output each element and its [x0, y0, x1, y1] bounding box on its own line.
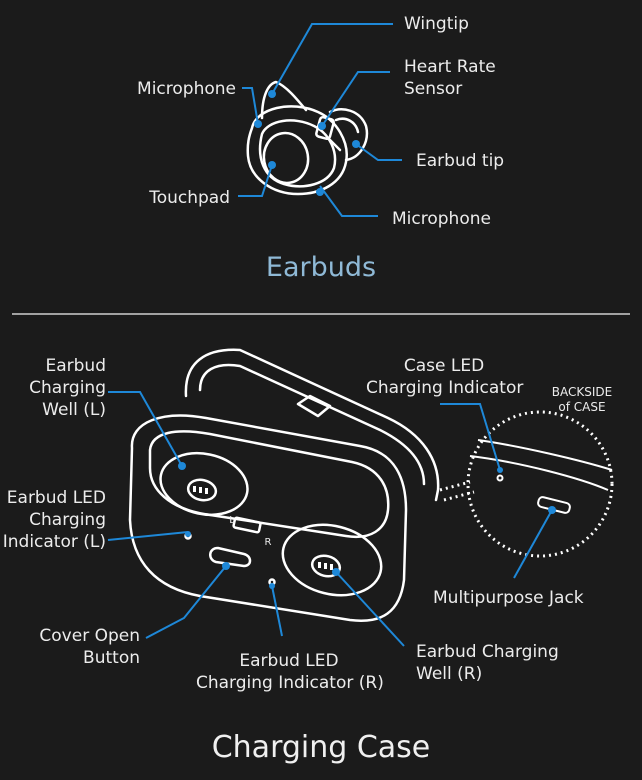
- label-led-l-line1: Earbud LED: [6, 488, 106, 508]
- charging-pins: [193, 486, 333, 570]
- label-heart-rate-line2: Sensor: [404, 79, 463, 99]
- case-callouts: [107, 391, 553, 647]
- label-well-l-line3: Well (L): [42, 400, 106, 420]
- label-led-l-line3: Indicator (L): [2, 532, 106, 552]
- earbuds-title: Earbuds: [265, 252, 377, 283]
- label-wingtip: Wingtip: [404, 14, 469, 34]
- label-cover-open-line2: Button: [83, 648, 140, 668]
- label-microphone-bottom: Microphone: [392, 209, 491, 229]
- marker-r: R: [264, 537, 272, 548]
- label-well-r-line2: Well (R): [416, 664, 483, 684]
- label-well-l-line1: Earbud: [45, 356, 106, 376]
- case-illustration: [128, 348, 440, 622]
- label-case-led-line2: Charging Indicator: [366, 378, 524, 398]
- marker-l: L: [229, 515, 235, 526]
- charging-case-title: Charging Case: [211, 730, 431, 765]
- label-touchpad: Touchpad: [149, 188, 230, 208]
- label-case-led-line1: Case LED: [403, 356, 485, 376]
- earbud-callout-dots: [254, 90, 360, 196]
- label-led-r-line2: Charging Indicator (R): [196, 673, 384, 693]
- label-led-r-line1: Earbud LED: [239, 651, 339, 671]
- label-multipurpose-jack: Multipurpose Jack: [433, 588, 584, 608]
- label-cover-open-line1: Cover Open: [39, 626, 140, 646]
- earbud-callouts: [238, 23, 402, 217]
- label-well-r-line1: Earbud Charging: [416, 642, 559, 662]
- label-led-l-line2: Charging: [29, 510, 106, 530]
- label-earbud-tip: Earbud tip: [416, 151, 505, 171]
- label-backside-line1: BACKSIDE: [551, 385, 613, 399]
- earbud-illustration: [246, 80, 369, 196]
- label-backside-line2: of CASE: [558, 400, 606, 414]
- case-callout-dots: [178, 462, 556, 589]
- backside-magnifier: [439, 410, 614, 558]
- label-heart-rate-line1: Heart Rate: [404, 57, 496, 77]
- label-microphone-top: Microphone: [137, 79, 236, 99]
- label-well-l-line2: Charging: [29, 378, 106, 398]
